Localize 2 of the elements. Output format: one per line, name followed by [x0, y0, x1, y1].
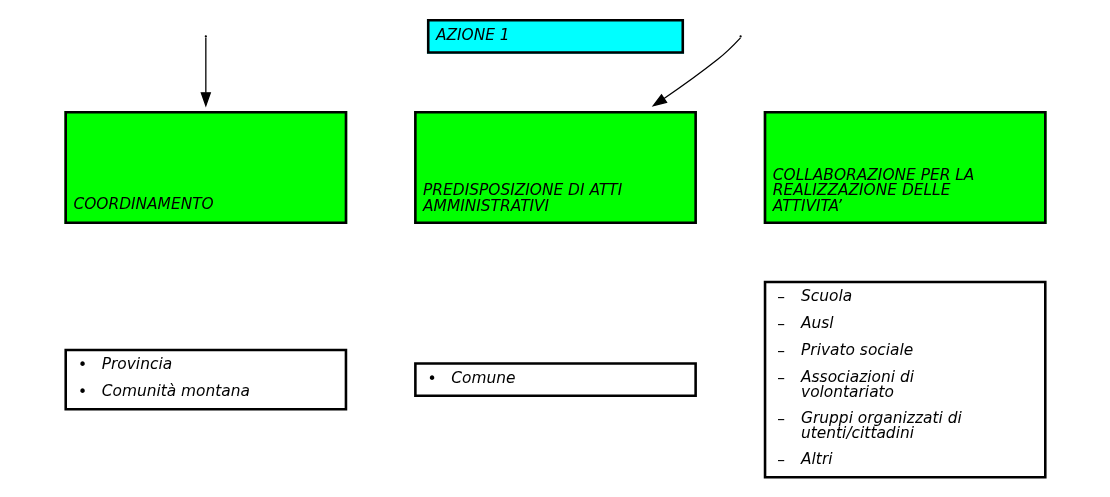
- arrow: [199, 37, 211, 108]
- arrow: [651, 37, 741, 107]
